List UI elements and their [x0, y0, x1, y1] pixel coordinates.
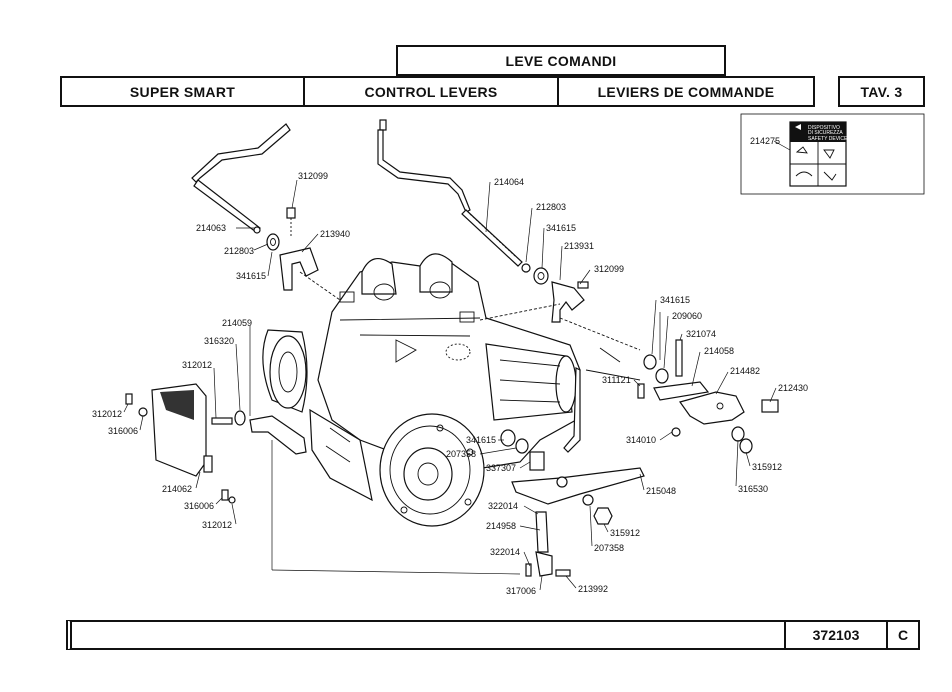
label-214063: 214063 — [196, 223, 226, 233]
label-341615: 341615 — [660, 295, 690, 305]
safety-label-line3: SAFETY DEVICE — [808, 136, 848, 142]
label-212803: 212803 — [536, 202, 566, 212]
label-316320: 316320 — [204, 336, 234, 346]
label-214062: 214062 — [162, 484, 192, 494]
lever-assembly-top-left — [191, 123, 341, 301]
label-341615: 341615 — [546, 223, 576, 233]
lever-assembly-bottom — [500, 367, 645, 577]
safety-label-line2: DI SICUREZZA — [808, 130, 843, 136]
label-214482: 214482 — [730, 366, 760, 376]
part-number-labels: 214063 212803 341615 312099 213940 21406… — [92, 171, 808, 596]
label-212430: 212430 — [778, 383, 808, 393]
title-english: CONTROL LEVERS — [303, 76, 559, 107]
label-214059: 214059 — [222, 318, 252, 328]
label-317006: 317006 — [506, 586, 536, 596]
leader-lines — [123, 179, 777, 591]
label-337307: 337307 — [486, 463, 516, 473]
lever-assembly-top-center — [377, 119, 641, 351]
label-312099: 312099 — [594, 264, 624, 274]
label-316006: 316006 — [108, 426, 138, 436]
label-209060: 209060 — [672, 311, 702, 321]
label-214064: 214064 — [494, 177, 524, 187]
label-212803: 212803 — [224, 246, 254, 256]
gearbox-housing — [262, 253, 581, 527]
label-213940: 213940 — [320, 229, 350, 239]
label-322014: 322014 — [488, 501, 518, 511]
model-name: SUPER SMART — [60, 76, 305, 107]
label-315912: 315912 — [752, 462, 782, 472]
label-312012: 312012 — [92, 409, 122, 419]
label-312012: 312012 — [202, 520, 232, 530]
safety-label-line1: DISPOSITIVO — [808, 125, 840, 131]
label-315912: 315912 — [610, 528, 640, 538]
label-214058: 214058 — [704, 346, 734, 356]
label-316006: 316006 — [184, 501, 214, 511]
label-312099: 312099 — [298, 171, 328, 181]
label-207358: 207358 — [446, 449, 476, 459]
label-311121: 311121 — [602, 375, 631, 385]
label-213931: 213931 — [564, 241, 594, 251]
label-321074: 321074 — [686, 329, 716, 339]
label-215048: 215048 — [646, 486, 676, 496]
title-french: LEVIERS DE COMMANDE — [557, 76, 815, 107]
footer-revision: C — [886, 620, 920, 650]
label-214958: 214958 — [486, 521, 516, 531]
safety-label-inset: DISPOSITIVO DI SICUREZZA SAFETY DEVICE 2… — [740, 113, 925, 195]
lever-assembly-right — [585, 312, 779, 454]
label-312012: 312012 — [182, 360, 212, 370]
footer-left-block — [66, 620, 786, 650]
label-207358: 207358 — [594, 543, 624, 553]
label-213992: 213992 — [578, 584, 608, 594]
footer-drawing-code: 372103 — [784, 620, 888, 650]
lever-assembly-left — [125, 383, 521, 575]
label-314010: 314010 — [626, 435, 656, 445]
label-341615: 341615 — [466, 435, 496, 445]
label-322014: 322014 — [490, 547, 520, 557]
label-341615: 341615 — [236, 271, 266, 281]
title-italian: LEVE COMANDI — [396, 45, 726, 76]
label-214275: 214275 — [750, 136, 780, 146]
label-316530: 316530 — [738, 484, 768, 494]
table-number: TAV. 3 — [838, 76, 925, 107]
